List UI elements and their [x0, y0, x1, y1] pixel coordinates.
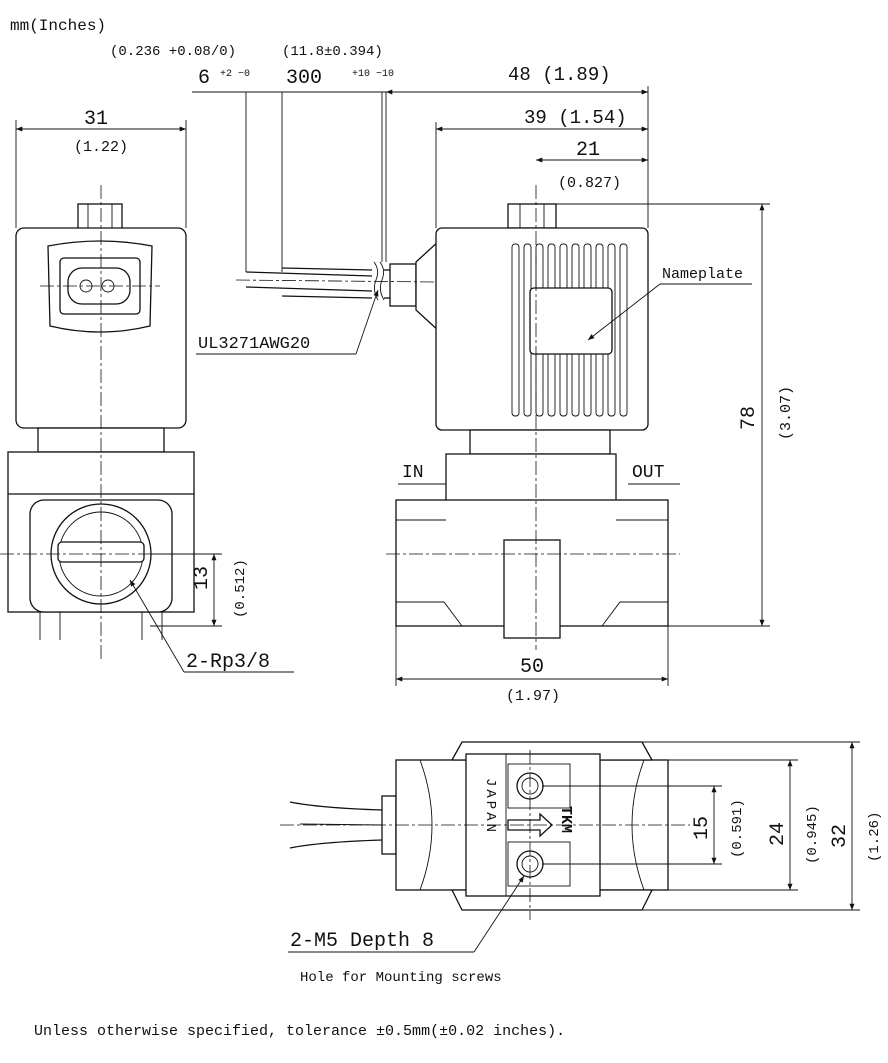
units-label: mm(Inches) — [10, 17, 106, 35]
brand-logo: TKM — [557, 806, 574, 833]
dimension-50: 50 (1.97) — [395, 626, 669, 705]
dim-78-label: 78 — [738, 406, 761, 430]
dim-13-inch-label: (0.512) — [233, 559, 249, 618]
thread-callout: 2-Rp3/8 — [129, 579, 294, 674]
lead-strip-label: 6 — [198, 67, 210, 90]
dim-21-label: 21 — [576, 139, 600, 162]
lead-dimensions — [192, 91, 387, 272]
dimension-39: 39 (1.54) — [435, 107, 648, 228]
nameplate-callout: Nameplate — [587, 266, 752, 341]
front-view — [235, 185, 680, 650]
port-out-label: OUT — [632, 463, 665, 483]
nameplate-label: Nameplate — [662, 266, 743, 283]
dimension-15: 15 (0.591) — [542, 785, 746, 865]
dim-39-label: 39 (1.54) — [524, 107, 627, 129]
cable-label: UL3271AWG20 — [198, 335, 310, 354]
dim-13-label: 13 — [191, 566, 214, 590]
dim-15-inch-label: (0.591) — [730, 799, 746, 858]
dim-24-inch-label: (0.945) — [805, 805, 821, 864]
dim-31-inch-label: (1.22) — [74, 139, 128, 156]
mount-label: 2-M5 Depth 8 — [290, 930, 434, 953]
dim-15-label: 15 — [691, 816, 714, 840]
dimension-78: 78 (3.07) — [556, 203, 795, 627]
thread-label: 2-Rp3/8 — [186, 651, 270, 674]
dim-31-label: 31 — [84, 108, 108, 131]
cable-callout: UL3271AWG20 — [196, 289, 379, 355]
dim-50-label: 50 — [520, 656, 544, 679]
dim-48-label: 48 (1.89) — [508, 64, 611, 86]
lead-strip-tolerance: +2 −0 — [220, 69, 250, 80]
dim-21-inch-label: (0.827) — [558, 175, 621, 192]
dimension-21: 21 (0.827) — [536, 139, 648, 192]
dimension-32: 32 (1.26) — [642, 741, 883, 911]
mount-note: Hole for Mounting screws — [300, 970, 502, 986]
lead-length-tolerance: +10 −10 — [352, 69, 394, 80]
dimension-48: 48 (1.89) — [386, 64, 649, 228]
lead-strip-inch-label: (0.236 +0.08/0) — [110, 44, 236, 60]
dim-32-inch-label: (1.26) — [867, 812, 883, 862]
dimension-31: 31 (1.22) — [15, 108, 187, 228]
lead-length-inch-label: (11.8±0.394) — [282, 44, 383, 60]
dim-24-label: 24 — [767, 822, 790, 846]
nameplate-area — [529, 287, 613, 355]
japan-mark: JAPAN — [482, 778, 498, 835]
end-view — [0, 185, 195, 660]
mount-callout: 2-M5 Depth 8 Hole for Mounting screws — [288, 875, 525, 986]
lead-length-label: 300 — [286, 67, 322, 90]
bottom-view — [280, 741, 690, 920]
footer-note: Unless otherwise specified, tolerance ±0… — [34, 1023, 565, 1040]
port-in-label: IN — [402, 463, 424, 483]
dim-78-inch-label: (3.07) — [778, 386, 795, 440]
dimension-24: 24 (0.945) — [600, 759, 821, 891]
dim-50-inch-label: (1.97) — [506, 688, 560, 705]
dimension-13: 13 (0.512) — [150, 553, 249, 627]
dim-32-label: 32 — [829, 824, 852, 848]
